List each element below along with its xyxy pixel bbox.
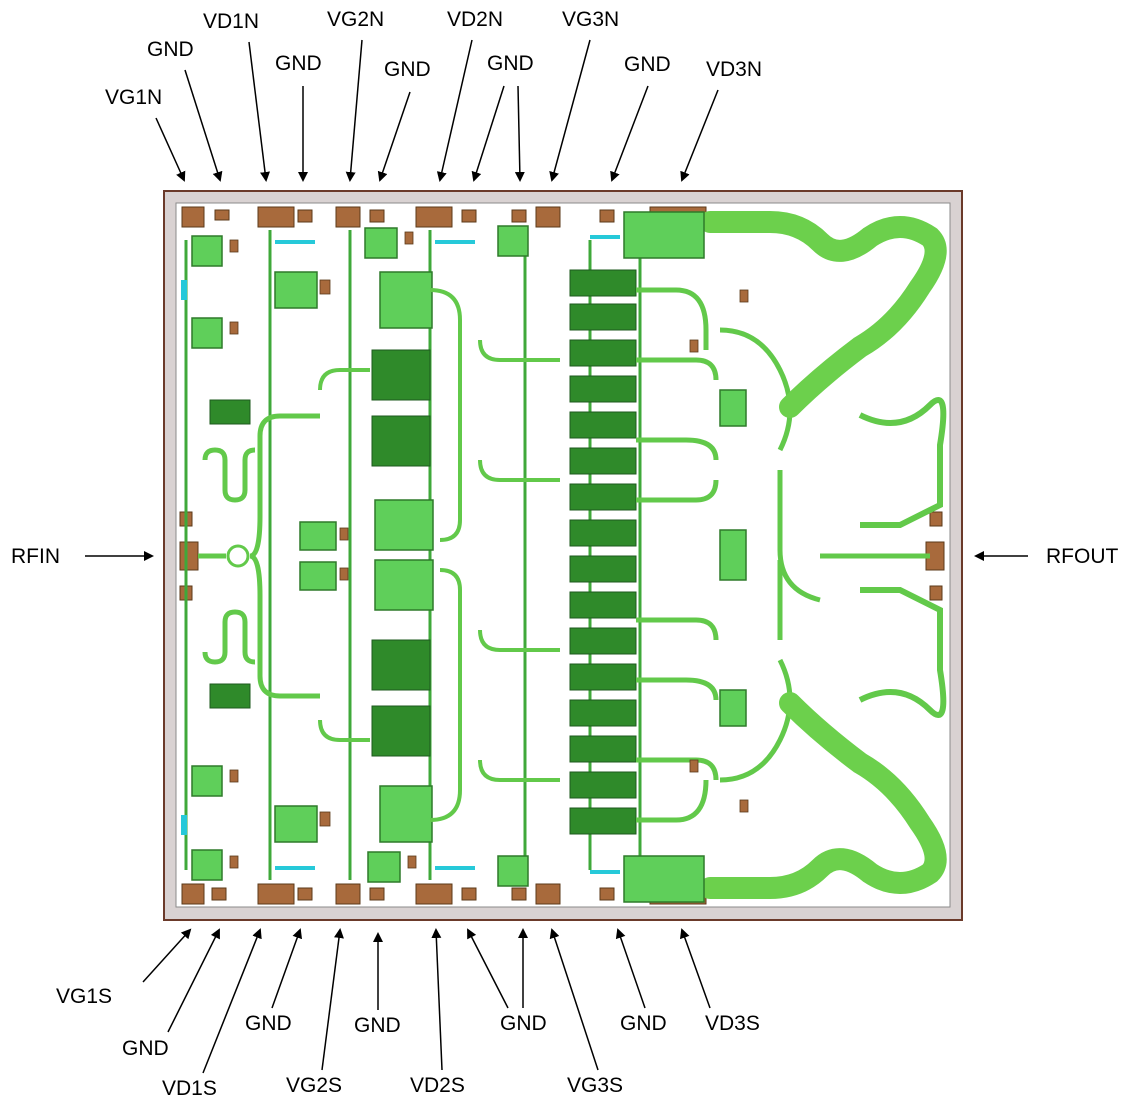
output-bias-blocks: [623, 211, 747, 903]
stage1-2-blocks: [191, 225, 529, 887]
top-label-vd3n: VD3N: [706, 58, 762, 81]
stage2-transistors: [209, 349, 431, 757]
top-label-vd1n: VD1N: [203, 10, 259, 33]
top-label-gnd-3: GND: [384, 58, 431, 81]
bottom-label-vg1s: VG1S: [56, 985, 112, 1008]
rfout-label: RFOUT: [1046, 545, 1118, 568]
output-transmission-lines: [699, 211, 947, 899]
bottom-label-gnd-2: GND: [245, 1012, 292, 1035]
bottom-label-vd2s: VD2S: [410, 1074, 465, 1097]
rf-labels: RFIN RFOUT: [11, 545, 1118, 568]
bias-lines: [184, 230, 642, 880]
small-capacitors: [229, 231, 749, 869]
bottom-label-vg3s: VG3S: [567, 1074, 623, 1097]
interstage-matching: [318, 288, 560, 822]
input-network: [198, 413, 320, 699]
top-label-vd2n: VD2N: [447, 8, 503, 31]
top-labels: VG1N GND VD1N GND VG2N GND VD2N GND VG3N…: [105, 8, 762, 109]
top-label-gnd-2: GND: [275, 52, 322, 75]
top-arrows: [155, 39, 719, 182]
bottom-label-vg2s: VG2S: [286, 1074, 342, 1097]
stage3-transistors: [569, 269, 637, 835]
bottom-label-gnd-1: GND: [122, 1037, 169, 1060]
top-label-vg2n: VG2N: [327, 8, 384, 31]
bottom-label-gnd-3: GND: [354, 1014, 401, 1037]
via-strips: [181, 235, 620, 874]
top-label-gnd-4: GND: [487, 52, 534, 75]
bottom-label-gnd-4: GND: [500, 1012, 547, 1035]
top-label-gnd-1: GND: [147, 38, 194, 61]
bottom-label-vd1s: VD1S: [162, 1077, 217, 1100]
rfin-label: RFIN: [11, 545, 60, 568]
top-label-gnd-5: GND: [624, 53, 671, 76]
top-label-vg1n: VG1N: [105, 86, 162, 109]
bottom-arrows: [142, 928, 711, 1074]
bottom-labels: VG1S GND VD1S GND VG2S GND VD2S GND VG3S…: [56, 985, 760, 1100]
output-branch-lines: [858, 397, 947, 718]
bottom-label-vd3s: VD3S: [705, 1012, 760, 1035]
output-combiners: [636, 287, 930, 823]
bottom-label-gnd-5: GND: [620, 1012, 667, 1035]
top-label-vg3n: VG3N: [562, 8, 619, 31]
rf-pads: [179, 511, 945, 601]
